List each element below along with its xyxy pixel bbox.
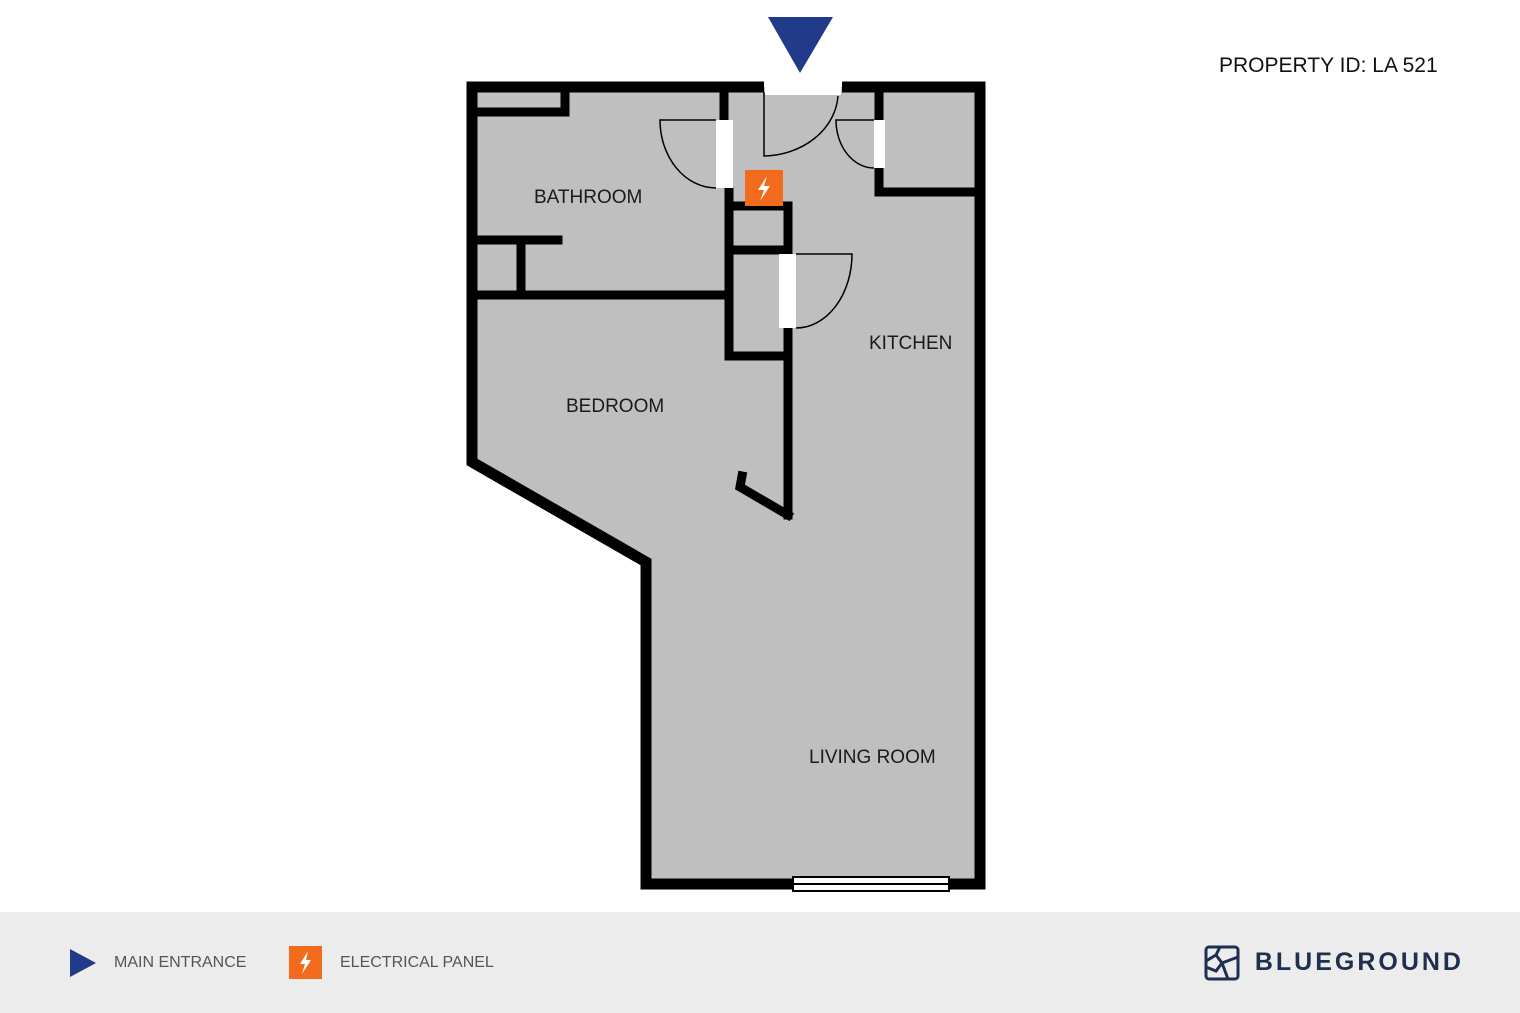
door-jamb	[779, 254, 796, 328]
floor-area	[472, 87, 980, 884]
room-label-kitchen: KITCHEN	[869, 333, 952, 354]
legend-label-electrical-panel: ELECTRICAL PANEL	[340, 953, 494, 971]
exterior-wall	[466, 81, 793, 890]
room-label-bedroom: BEDROOM	[566, 396, 664, 417]
floor-plan: BATHROOM KITCHEN BEDROOM LIVING ROOM	[466, 17, 986, 892]
property-id: PROPERTY ID: LA 521	[1219, 54, 1438, 77]
door-jamb	[716, 120, 733, 188]
entrance-opening	[765, 81, 841, 95]
brand: BLUEGROUND	[1204, 912, 1464, 1013]
entrance-arrow-icon	[70, 948, 96, 977]
legend-label-main-entrance: MAIN ENTRANCE	[114, 953, 247, 971]
legend-bar: MAIN ENTRANCE ELECTRICAL PANEL BLUEGROUN…	[0, 912, 1520, 1013]
lightning-bolt-icon	[289, 946, 322, 979]
lightning-bolt-icon	[758, 176, 770, 201]
room-label-bathroom: BATHROOM	[534, 187, 642, 208]
door-swings	[659, 92, 875, 329]
brand-name: BLUEGROUND	[1254, 948, 1464, 976]
legend-electrical-panel: ELECTRICAL PANEL	[289, 912, 494, 1013]
window	[792, 876, 950, 892]
room-label-living-room: LIVING ROOM	[809, 747, 936, 768]
entrance-triangle-icon	[768, 17, 833, 73]
exterior-wall-right	[842, 81, 986, 890]
door-jamb	[874, 120, 885, 168]
legend-main-entrance: MAIN ENTRANCE	[70, 912, 246, 1013]
blueground-logo-icon	[1204, 945, 1240, 980]
electrical-panel-marker	[745, 170, 783, 206]
